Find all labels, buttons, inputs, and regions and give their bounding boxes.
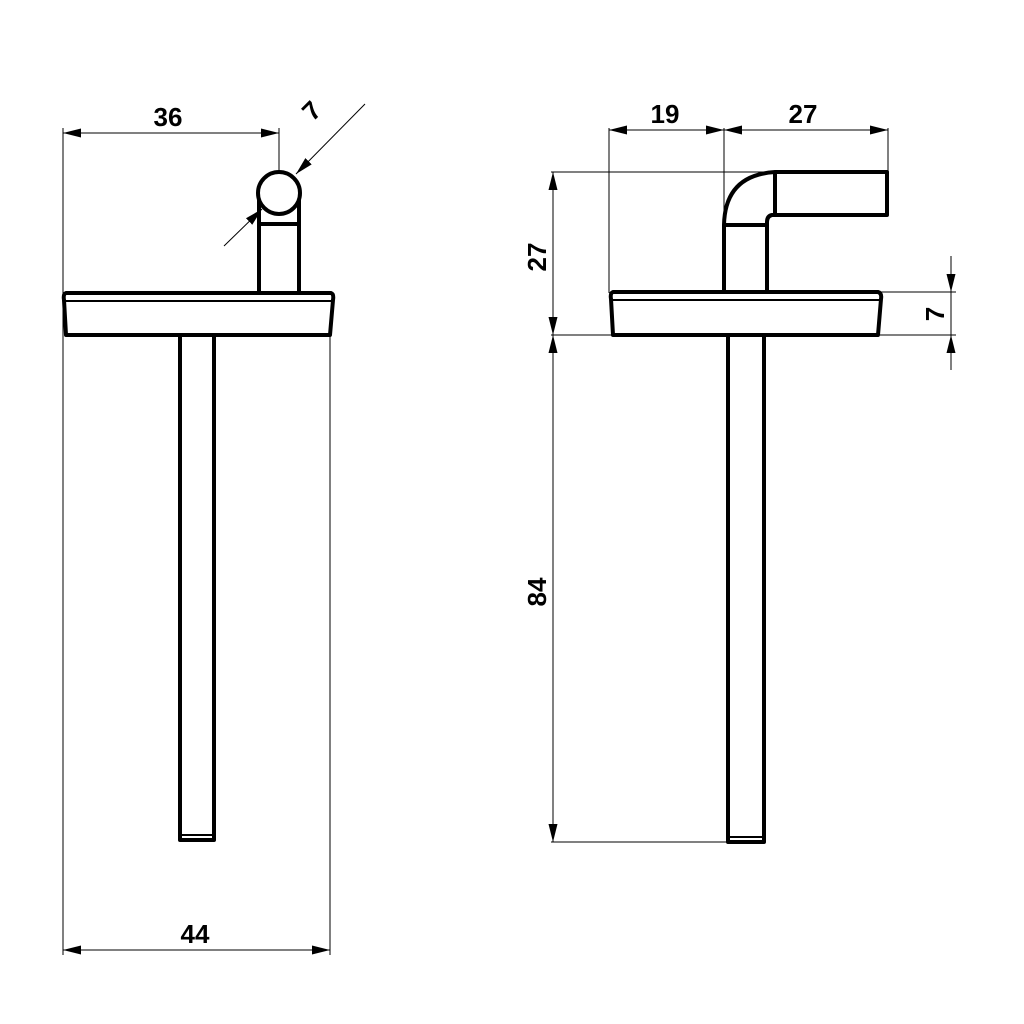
pin-head	[256, 170, 302, 216]
rod	[726, 335, 766, 844]
bent-arm	[722, 170, 889, 292]
dimension-label-36: 36	[154, 102, 183, 132]
side-view: 19 27 27 84 7	[522, 99, 956, 844]
dimension-label-27-horizontal: 27	[789, 99, 818, 129]
front-view: 36 7 44	[61, 95, 366, 955]
dimension-label-27-vertical: 27	[522, 243, 552, 272]
dimension-label-diameter-7: 7	[296, 95, 327, 126]
dimension-label-84: 84	[522, 577, 552, 606]
dimension-label-44: 44	[181, 919, 210, 949]
dimension-label-19: 19	[651, 99, 680, 129]
mounting-plate	[61, 291, 336, 337]
diameter-leader	[223, 208, 263, 247]
arm-edges	[724, 172, 777, 227]
mounting-plate	[608, 290, 884, 337]
rod	[178, 335, 216, 842]
dimension-label-7: 7	[920, 307, 950, 321]
diameter-leader	[295, 103, 366, 175]
